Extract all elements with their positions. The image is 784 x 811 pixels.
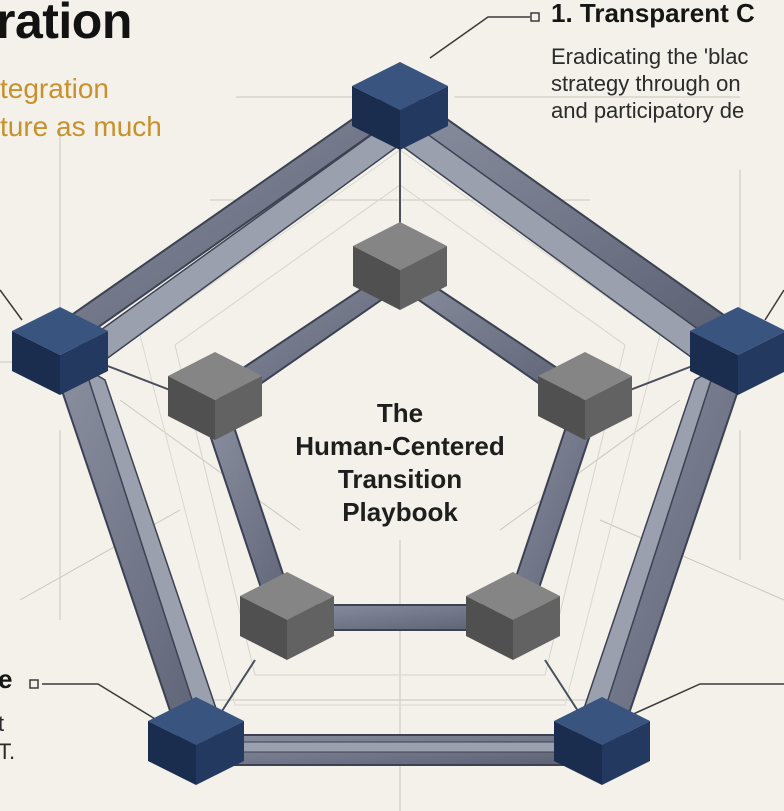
item-bottom-left-desc-line-1: t: [0, 711, 5, 736]
inner-cube-bottom-left: [240, 572, 334, 660]
item-transparent-desc-line-3: and participatory de: [551, 98, 745, 123]
item-transparent-title: 1. Transparent C: [551, 0, 755, 28]
center-title-line-3: Transition: [337, 464, 463, 494]
center-title-line-4: Playbook: [342, 497, 458, 527]
subtitle-fragment: tegration ture as much: [0, 70, 162, 146]
item-transparent-desc-line-2: strategy through on: [551, 71, 741, 96]
subtitle-line-1: tegration: [0, 73, 109, 104]
inner-cube-left: [168, 352, 262, 440]
outer-cube-bottom-left: [148, 697, 244, 785]
item-bottom-left-desc-line-2: T.: [0, 739, 16, 764]
inner-cube-bottom-right: [466, 572, 560, 660]
item-bottom-left-description: t T.: [0, 710, 15, 766]
outer-cube-bottom-right: [554, 697, 650, 785]
center-title: The Human-Centered Transition Playbook: [250, 397, 550, 529]
leader-lines: [0, 12, 784, 723]
outer-cube-right: [690, 307, 784, 395]
page-title-fragment: ration: [0, 0, 132, 49]
item-bottom-left-title: e: [0, 664, 13, 694]
inner-beams: [203, 268, 597, 632]
outer-cube-top: [352, 62, 448, 150]
outer-cube-left: [12, 307, 108, 395]
subtitle-line-2: ture as much: [0, 111, 162, 142]
center-title-line-2: Human-Centered: [295, 431, 505, 461]
item-transparent-desc-line-1: Eradicating the 'blac: [551, 44, 749, 69]
item-transparent-description: Eradicating the 'blac strategy through o…: [551, 43, 748, 124]
inner-cube-top: [353, 222, 447, 310]
inner-cube-right: [538, 352, 632, 440]
center-title-line-1: The: [376, 398, 424, 428]
